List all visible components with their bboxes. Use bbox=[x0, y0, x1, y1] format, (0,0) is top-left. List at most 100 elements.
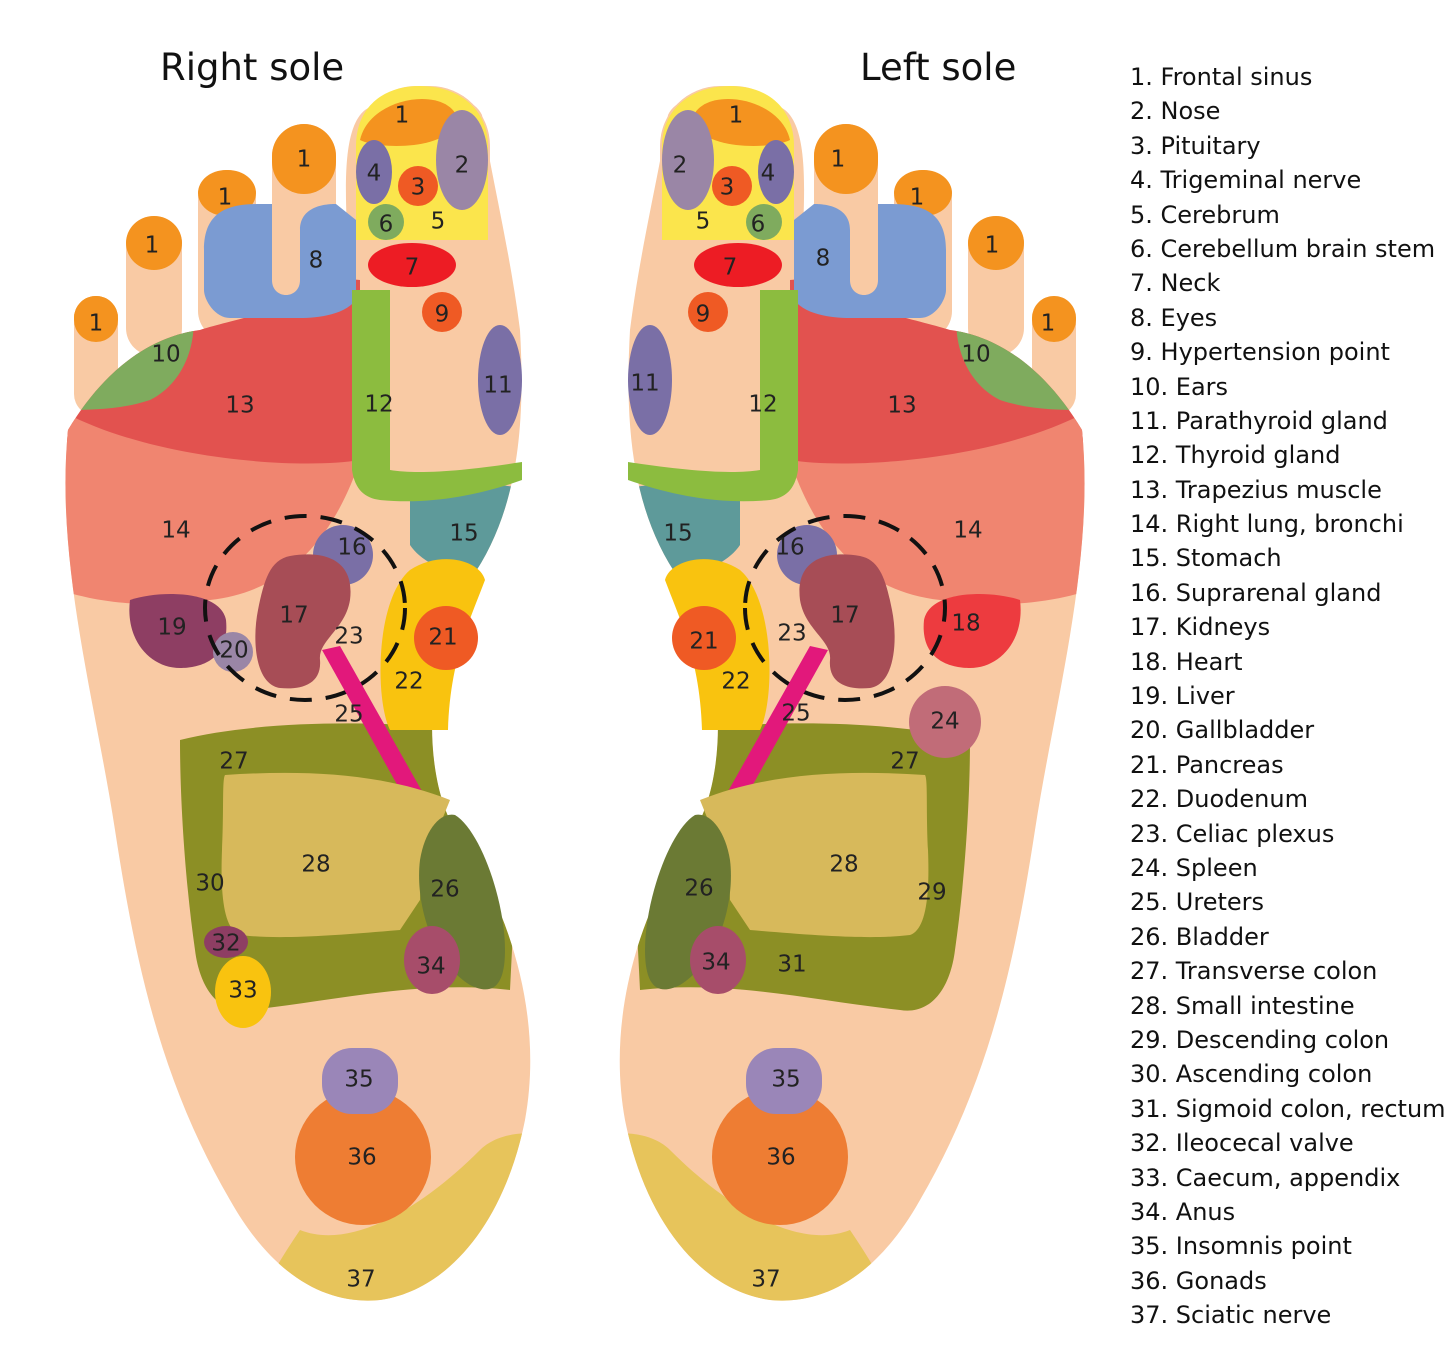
right-label-33: 33 bbox=[228, 978, 257, 1004]
left-label-8: 8 bbox=[816, 246, 831, 272]
right-label-37: 37 bbox=[346, 1267, 375, 1293]
right-label-28: 28 bbox=[301, 852, 330, 878]
legend-item: 21. Pancreas bbox=[1130, 750, 1284, 779]
right-zone-32-ileocecal bbox=[204, 926, 248, 958]
legend-item: 19. Liver bbox=[1130, 682, 1235, 711]
legend-item: 17. Kidneys bbox=[1130, 613, 1271, 642]
left-label-15: 15 bbox=[663, 521, 692, 547]
left-label-4: 4 bbox=[761, 161, 776, 187]
left-label-3: 3 bbox=[720, 175, 735, 201]
left-label-1: 1 bbox=[729, 103, 744, 129]
left-zone-18-heart bbox=[923, 594, 1021, 668]
legend-item: 13. Trapezius muscle bbox=[1130, 475, 1382, 504]
left-label-23: 23 bbox=[777, 621, 806, 647]
right-zone-35-insomnis bbox=[322, 1048, 398, 1114]
left-zone-28-small-intestine bbox=[700, 772, 929, 938]
legend-item: 16. Suprarenal gland bbox=[1130, 578, 1382, 607]
left-label-2: 2 bbox=[673, 153, 688, 179]
legend-item: 36. Gonads bbox=[1130, 1266, 1267, 1295]
left-zone-11-parathyroid bbox=[628, 325, 672, 435]
right-zone-1-big-toe bbox=[360, 98, 458, 146]
right-label-1: 1 bbox=[297, 147, 312, 173]
left-label-14: 14 bbox=[953, 518, 982, 544]
right-zone-8-eyes bbox=[204, 204, 356, 319]
right-zone-1-toe2 bbox=[272, 124, 336, 194]
right-label-27: 27 bbox=[219, 749, 248, 775]
left-sole-title: Left sole bbox=[860, 46, 1016, 89]
right-zone-1-toe4 bbox=[126, 216, 182, 270]
left-label-28: 28 bbox=[829, 852, 858, 878]
left-zone-21-pancreas bbox=[672, 606, 736, 670]
left-zone-14-lung bbox=[790, 410, 1085, 605]
right-zone-9-hypertension bbox=[422, 292, 462, 332]
left-zone-34-anus bbox=[690, 926, 746, 994]
right-zone-28-small-intestine bbox=[221, 772, 450, 938]
right-label-23: 23 bbox=[334, 624, 363, 650]
right-zone-21-pancreas bbox=[414, 606, 478, 670]
legend-item: 30. Ascending colon bbox=[1130, 1060, 1373, 1089]
right-zone-11-parathyroid bbox=[478, 325, 522, 435]
left-label-17: 17 bbox=[830, 603, 859, 629]
left-label-26: 26 bbox=[684, 876, 713, 902]
right-label-12: 12 bbox=[364, 392, 393, 418]
left-label-1: 1 bbox=[985, 233, 1000, 259]
legend-item: 24. Spleen bbox=[1130, 853, 1258, 882]
legend-item: 28. Small intestine bbox=[1130, 991, 1355, 1020]
legend-item: 20. Gallbladder bbox=[1130, 716, 1315, 745]
left-label-21: 21 bbox=[689, 629, 718, 655]
left-label-10: 10 bbox=[961, 342, 990, 368]
left-label-34: 34 bbox=[701, 950, 730, 976]
right-label-3: 3 bbox=[411, 175, 426, 201]
left-label-7: 7 bbox=[723, 255, 738, 281]
right-label-5: 5 bbox=[431, 209, 446, 235]
right-label-1: 1 bbox=[145, 233, 160, 259]
right-label-22: 22 bbox=[394, 669, 423, 695]
left-label-31: 31 bbox=[777, 952, 806, 978]
left-zone-12-thyroid bbox=[628, 290, 798, 502]
left-label-12: 12 bbox=[748, 392, 777, 418]
legend-item: 26. Bladder bbox=[1130, 922, 1269, 951]
right-zone-36-gonads bbox=[295, 1089, 431, 1225]
legend-item: 9. Hypertension point bbox=[1130, 338, 1390, 367]
left-zone-35-insomnis bbox=[746, 1048, 822, 1114]
legend-item: 31. Sigmoid colon, rectum bbox=[1130, 1094, 1445, 1123]
left-zone-4-trigeminal bbox=[758, 140, 794, 204]
right-label-2: 2 bbox=[455, 153, 470, 179]
right-celiac-dashed-ring bbox=[203, 514, 407, 702]
right-label-35: 35 bbox=[344, 1067, 373, 1093]
left-zone-8-eyes bbox=[794, 204, 946, 319]
left-label-11: 11 bbox=[630, 371, 659, 397]
right-label-26: 26 bbox=[430, 877, 459, 903]
right-zone-33-caecum bbox=[215, 956, 271, 1028]
legend-item: 7. Neck bbox=[1130, 269, 1221, 298]
right-label-1: 1 bbox=[395, 103, 410, 129]
right-label-9: 9 bbox=[435, 302, 450, 328]
left-label-6: 6 bbox=[751, 212, 766, 238]
legend-item: 32. Ileocecal valve bbox=[1130, 1129, 1354, 1158]
legend-item: 35. Insomnis point bbox=[1130, 1232, 1352, 1261]
right-label-34: 34 bbox=[416, 954, 445, 980]
right-zone-6-cerebellum bbox=[368, 204, 404, 240]
right-zone-17-kidney bbox=[255, 554, 351, 689]
right-label-16: 16 bbox=[337, 535, 366, 561]
left-label-1: 1 bbox=[1041, 311, 1056, 337]
left-label-1: 1 bbox=[831, 147, 846, 173]
right-label-7: 7 bbox=[405, 255, 420, 281]
zone-legend: 1. Frontal sinus 2. Nose 3. Pituitary 4.… bbox=[1130, 60, 1445, 1332]
legend-item: 10. Ears bbox=[1130, 372, 1229, 401]
left-label-5: 5 bbox=[696, 209, 711, 235]
left-label-16: 16 bbox=[775, 535, 804, 561]
left-zone-7-neck bbox=[694, 243, 782, 287]
right-label-20: 20 bbox=[219, 638, 248, 664]
legend-item: 25. Ureters bbox=[1130, 888, 1265, 917]
right-label-1: 1 bbox=[218, 185, 233, 211]
left-label-24: 24 bbox=[930, 709, 959, 735]
right-zone-1-toe3 bbox=[198, 170, 256, 216]
right-zone-14-lung bbox=[65, 410, 360, 605]
right-label-10: 10 bbox=[151, 342, 180, 368]
right-zone-34-anus bbox=[404, 926, 460, 994]
left-celiac-dashed-ring bbox=[743, 514, 947, 702]
legend-item: 12. Thyroid gland bbox=[1130, 441, 1341, 470]
right-label-19: 19 bbox=[157, 615, 186, 641]
